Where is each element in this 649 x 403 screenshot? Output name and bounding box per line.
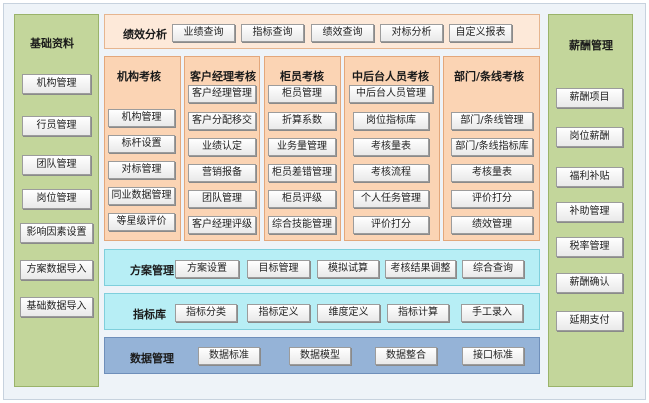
dept-assessment-scale-item[interactable]: 考核量表: [451, 164, 533, 182]
business-volume-item[interactable]: 业务量管理: [268, 138, 336, 156]
allowance-management-button[interactable]: 补助管理: [556, 202, 623, 222]
basic-data-panel: 基础资料 机构管理 行员管理 团队管理 岗位管理 影响因素设置 方案数据导入 基…: [14, 14, 99, 387]
org-management-item[interactable]: 机构管理: [108, 109, 175, 127]
account-manager-management-item[interactable]: 客户经理管理: [188, 85, 256, 103]
dimension-definition-button[interactable]: 维度定义: [317, 304, 380, 322]
skill-management-item[interactable]: 综合技能管理: [268, 216, 336, 234]
salary-item-button[interactable]: 薪酬项目: [556, 88, 623, 108]
peer-data-management-item[interactable]: 同业数据管理: [108, 187, 175, 205]
backoffice-staff-item[interactable]: 中后台人员管理: [349, 85, 433, 103]
benchmark-settings-item[interactable]: 标杆设置: [108, 135, 175, 153]
dept-assessment-title: 部门/条线考核: [454, 70, 525, 83]
account-manager-rating-item[interactable]: 客户经理评级: [188, 216, 256, 234]
perf-analysis-title: 绩效分析: [123, 28, 167, 41]
data-standard-button[interactable]: 数据标准: [198, 347, 260, 365]
welfare-subsidy-button[interactable]: 福利补贴: [556, 167, 623, 187]
tax-rate-management-button[interactable]: 税率管理: [556, 237, 623, 257]
plan-management-panel: 方案管理 方案设置 目标管理 模拟试算 考核结果调整 综合查询: [104, 249, 540, 286]
comprehensive-query-button[interactable]: 综合查询: [462, 260, 524, 278]
deferred-payment-button[interactable]: 延期支付: [556, 311, 623, 331]
salary-title: 薪酬管理: [569, 39, 613, 52]
personal-task-item[interactable]: 个人任务管理: [353, 190, 429, 208]
benchmark-management-item[interactable]: 对标管理: [108, 161, 175, 179]
teller-rating-item[interactable]: 柜员评级: [268, 190, 336, 208]
performance-recognition-item[interactable]: 业绩认定: [188, 138, 256, 156]
indicator-library-panel: 指标库 指标分类 指标定义 维度定义 指标计算 手工录入: [104, 293, 540, 330]
conversion-factor-item[interactable]: 折算系数: [268, 112, 336, 130]
team-management-item[interactable]: 团队管理: [188, 190, 256, 208]
indicator-library-title: 指标库: [133, 308, 166, 321]
org-assessment-title: 机构考核: [117, 70, 161, 83]
performance-query-button[interactable]: 绩效查询: [311, 24, 374, 42]
dept-line-indicator-item[interactable]: 部门/条线指标库: [451, 138, 533, 156]
account-manager-column: 客户经理考核 客户经理管理 客户分配移交 业绩认定 营销报备 团队管理 客户经理…: [184, 56, 260, 241]
custom-report-button[interactable]: 自定义报表: [449, 24, 512, 42]
indicator-query-button[interactable]: 指标查询: [241, 24, 304, 42]
indicator-category-button[interactable]: 指标分类: [175, 304, 237, 322]
perf-analysis-panel: 绩效分析 业绩查询 指标查询 绩效查询 对标分析 自定义报表: [104, 14, 540, 49]
dept-line-management-item[interactable]: 部门/条线管理: [451, 112, 533, 130]
team-management-button[interactable]: 团队管理: [22, 155, 91, 175]
backoffice-assessment-column: 中后台人员考核 中后台人员管理 岗位指标库 考核量表 考核流程 个人任务管理 评…: [344, 56, 440, 241]
assessment-scale-item[interactable]: 考核量表: [353, 138, 429, 156]
benchmark-analysis-button[interactable]: 对标分析: [380, 24, 443, 42]
customer-transfer-item[interactable]: 客户分配移交: [188, 112, 256, 130]
evaluation-score-item[interactable]: 评价打分: [353, 216, 429, 234]
target-management-button[interactable]: 目标管理: [247, 260, 310, 278]
salary-panel: 薪酬管理 薪酬项目 岗位薪酬 福利补贴 补助管理 税率管理 薪酬确认 延期支付: [548, 14, 633, 387]
marketing-report-item[interactable]: 营销报备: [188, 164, 256, 182]
teller-error-item[interactable]: 柜员差错管理: [268, 164, 336, 182]
account-manager-title: 客户经理考核: [190, 70, 256, 83]
indicator-definition-button[interactable]: 指标定义: [247, 304, 310, 322]
basic-data-title: 基础资料: [30, 37, 74, 50]
data-management-panel: 数据管理 数据标准 数据模型 数据整合 接口标准: [104, 337, 540, 374]
teller-assessment-column: 柜员考核 柜员管理 折算系数 业务量管理 柜员差错管理 柜员评级 综合技能管理: [264, 56, 341, 241]
star-rating-item[interactable]: 等星级评价: [108, 213, 175, 231]
salary-confirm-button[interactable]: 薪酬确认: [556, 273, 623, 293]
interface-standard-button[interactable]: 接口标准: [462, 347, 524, 365]
backoffice-assessment-title: 中后台人员考核: [352, 70, 429, 83]
data-model-button[interactable]: 数据模型: [289, 347, 351, 365]
position-indicator-lib-item[interactable]: 岗位指标库: [353, 112, 429, 130]
position-management-button[interactable]: 岗位管理: [22, 189, 91, 209]
plan-settings-button[interactable]: 方案设置: [175, 260, 239, 278]
dept-evaluation-item[interactable]: 评价打分: [451, 190, 533, 208]
perf-management-item[interactable]: 绩效管理: [451, 216, 533, 234]
simulation-button[interactable]: 模拟试算: [317, 260, 379, 278]
assessment-process-item[interactable]: 考核流程: [353, 164, 429, 182]
teller-assessment-title: 柜员考核: [280, 70, 324, 83]
result-adjust-button[interactable]: 考核结果调整: [385, 260, 456, 278]
base-data-import-button[interactable]: 基础数据导入: [20, 297, 93, 317]
data-management-title: 数据管理: [130, 352, 174, 365]
position-salary-button[interactable]: 岗位薪酬: [556, 127, 623, 147]
staff-management-button[interactable]: 行员管理: [22, 116, 91, 136]
perf-query-button[interactable]: 业绩查询: [172, 24, 235, 42]
plan-data-import-button[interactable]: 方案数据导入: [20, 260, 93, 280]
factor-settings-button[interactable]: 影响因素设置: [20, 223, 93, 243]
org-management-button[interactable]: 机构管理: [22, 74, 91, 94]
data-integration-button[interactable]: 数据整合: [375, 347, 437, 365]
teller-management-item[interactable]: 柜员管理: [268, 85, 336, 103]
plan-management-title: 方案管理: [130, 264, 174, 277]
indicator-calculation-button[interactable]: 指标计算: [387, 304, 449, 322]
org-assessment-column: 机构考核 机构管理 标杆设置 对标管理 同业数据管理 等星级评价: [104, 56, 181, 241]
dept-assessment-column: 部门/条线考核 部门/条线管理 部门/条线指标库 考核量表 评价打分 绩效管理: [443, 56, 540, 241]
manual-entry-button[interactable]: 手工录入: [461, 304, 523, 322]
